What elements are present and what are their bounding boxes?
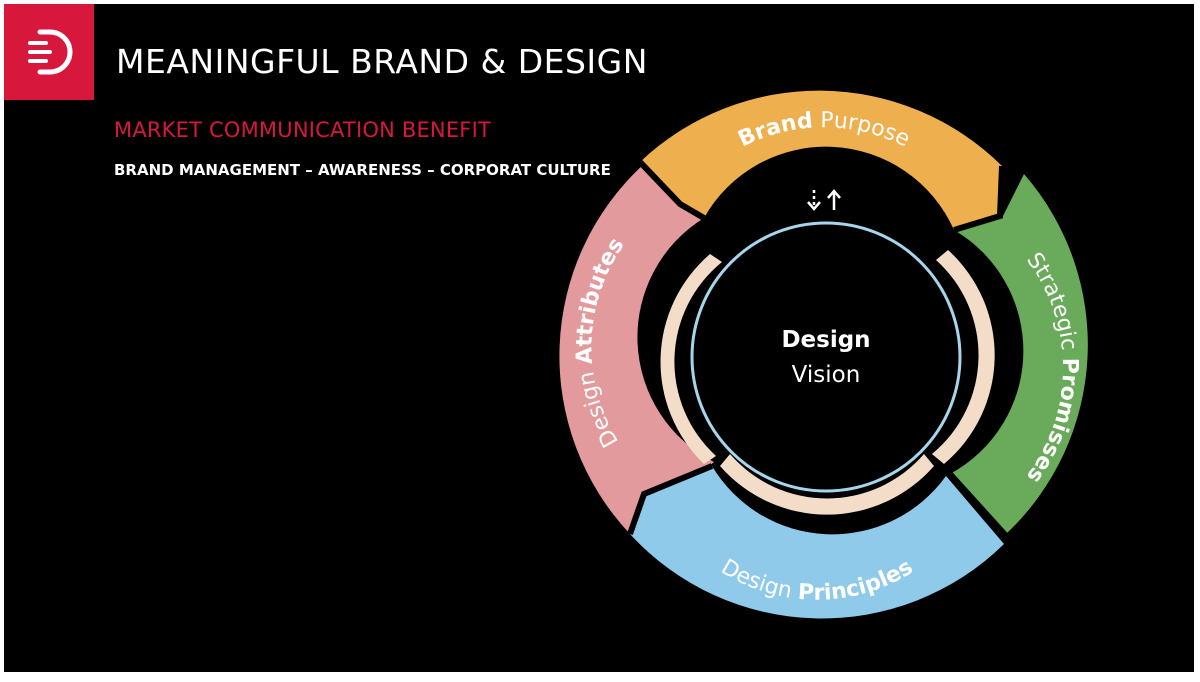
up-down-arrows-icon: [807, 189, 841, 211]
center-label-vision: Vision: [792, 362, 861, 388]
inner-ring-bottom: [720, 454, 934, 515]
slide-tagline: BRAND MANAGEMENT – AWARENESS – CORPORAT …: [114, 161, 611, 179]
segment-design-attributes: [559, 164, 714, 534]
segment-brand-purpose: [640, 90, 1002, 230]
slide: MEANINGFUL BRAND & DESIGN MARKET COMMUNI…: [4, 4, 1194, 672]
slide-title: MEANINGFUL BRAND & DESIGN: [116, 42, 648, 81]
slide-subtitle: MARKET COMMUNICATION BENEFIT: [114, 118, 492, 142]
segment-strategic-promisses: [950, 174, 1088, 534]
design-cycle-diagram: Brand Purpose Strategic Promisses Design…: [559, 90, 1088, 619]
center-label-design: Design: [781, 327, 870, 353]
segment-design-principles: [630, 466, 1004, 619]
inner-ring-right: [932, 250, 995, 464]
brand-logo: [4, 4, 94, 100]
design-vision-circle: [690, 221, 962, 493]
brand-d-logo-icon: [28, 29, 73, 75]
segment-separators: [627, 159, 1011, 541]
inner-ring-left: [660, 254, 722, 464]
